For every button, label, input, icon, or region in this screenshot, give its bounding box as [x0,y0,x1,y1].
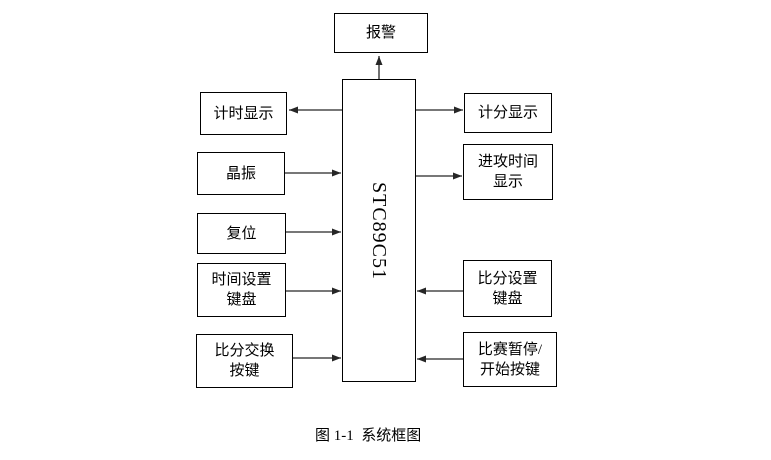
node-pause-start-button: 比赛暂停/ 开始按键 [463,332,557,387]
node-mcu: STC89C51 [342,79,416,382]
node-label: STC89C51 [368,181,390,280]
node-timing-display: 计时显示 [200,92,287,135]
node-crystal-oscillator: 晶振 [197,152,285,195]
node-label: 晶振 [225,165,256,182]
node-time-setting-keypad: 时间设置 键盘 [197,263,286,317]
node-score-display: 计分显示 [464,93,552,133]
node-label: 计分显示 [477,105,538,121]
node-alarm: 报警 [334,13,428,53]
node-label-line2: 键盘 [492,290,523,307]
node-label-line1: 比赛暂停/ [477,341,543,358]
node-label-line2: 开始按键 [479,361,540,378]
node-label: 计时显示 [213,105,274,122]
node-label: 复位 [226,225,257,242]
node-attack-time-display: 进攻时间 显示 [463,144,553,200]
node-score-swap-button: 比分交换 按键 [196,334,293,388]
node-label-line1: 时间设置 [211,272,272,288]
node-label-line1: 进攻时间 [477,154,538,170]
node-label-line1: 比分设置 [477,270,538,287]
node-label-line2: 显示 [492,174,523,190]
node-reset: 复位 [197,213,286,254]
node-label-line2: 键盘 [226,292,257,308]
node-label-line2: 按键 [229,363,260,379]
figure-caption: 图 1-1 系统框图 [315,428,422,444]
node-label: 报警 [365,25,396,41]
node-score-setting-keypad: 比分设置 键盘 [463,260,552,317]
node-label-line1: 比分交换 [214,343,275,359]
